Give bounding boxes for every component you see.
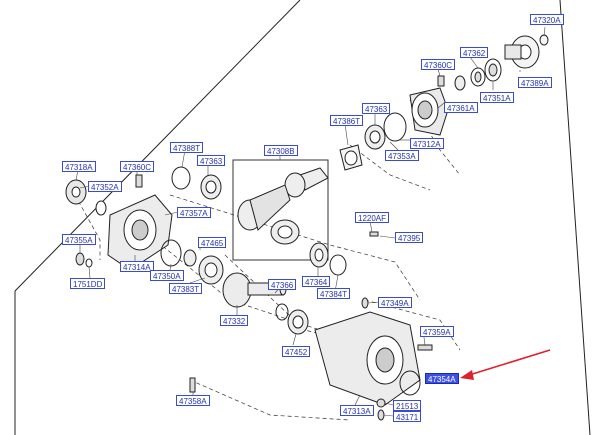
part-label-47465[interactable]: 47465	[198, 237, 227, 248]
part-label-47314A[interactable]: 47314A	[120, 261, 154, 272]
part-label-47358A[interactable]: 47358A	[176, 395, 210, 406]
part-label-47363-mid[interactable]: 47363	[197, 155, 226, 166]
gear-set-frame	[232, 159, 329, 261]
left-seals	[65, 166, 222, 268]
part-label-47320A[interactable]: 47320A	[530, 14, 564, 25]
part-label-47363-top[interactable]: 47363	[362, 103, 391, 114]
front-housing	[107, 194, 173, 271]
part-label-47312A[interactable]: 47312A	[410, 138, 444, 149]
part-label-47357A[interactable]: 47357A	[177, 207, 211, 218]
part-label-47366[interactable]: 47366	[268, 279, 297, 290]
part-label-47386T[interactable]: 47386T	[330, 115, 364, 126]
red-pointer-arrow	[460, 349, 551, 380]
part-label-1220AF[interactable]: 1220AF	[355, 212, 390, 223]
part-label-21513[interactable]: 21513	[393, 400, 422, 411]
part-label-47361A[interactable]: 47361A	[444, 102, 478, 113]
rear-housing	[409, 87, 449, 136]
part-label-47353A[interactable]: 47353A	[385, 150, 419, 161]
part-label-47384T[interactable]: 47384T	[317, 288, 351, 299]
ring-pinion-gears	[237, 167, 329, 245]
part-label-47318A[interactable]: 47318A	[62, 161, 96, 172]
part-label-47355A[interactable]: 47355A	[62, 234, 96, 245]
part-label-43171[interactable]: 43171	[393, 411, 422, 422]
part-label-47395[interactable]: 47395	[395, 232, 424, 243]
part-label-47452[interactable]: 47452	[282, 346, 311, 357]
part-label-47313A[interactable]: 47313A	[340, 405, 374, 416]
part-label-47308B[interactable]: 47308B	[264, 145, 298, 156]
part-label-47362[interactable]: 47362	[460, 47, 489, 58]
part-label-47332[interactable]: 47332	[220, 315, 249, 326]
part-label-47350A[interactable]: 47350A	[150, 270, 184, 281]
flange-assembly	[437, 34, 549, 91]
part-label-47354A-highlighted[interactable]: 47354A	[425, 373, 459, 384]
part-label-47351A[interactable]: 47351A	[480, 92, 514, 103]
part-label-47383T[interactable]: 47383T	[169, 283, 203, 294]
part-label-47349A[interactable]: 47349A	[378, 297, 412, 308]
middle-seals	[160, 239, 224, 285]
part-label-47360C-left[interactable]: 47360C	[120, 161, 155, 172]
bearings-right	[275, 242, 347, 335]
part-label-47360C-top[interactable]: 47360C	[421, 59, 456, 70]
main-case	[189, 231, 433, 421]
part-label-47389A[interactable]: 47389A	[518, 77, 552, 88]
part-label-47359A[interactable]: 47359A	[420, 326, 454, 337]
plate-frame	[14, 0, 591, 435]
part-label-1751DD[interactable]: 1751DD	[70, 278, 106, 289]
part-label-47364[interactable]: 47364	[302, 276, 331, 287]
part-label-47352A[interactable]: 47352A	[88, 181, 122, 192]
part-label-47388T[interactable]: 47388T	[170, 142, 204, 153]
